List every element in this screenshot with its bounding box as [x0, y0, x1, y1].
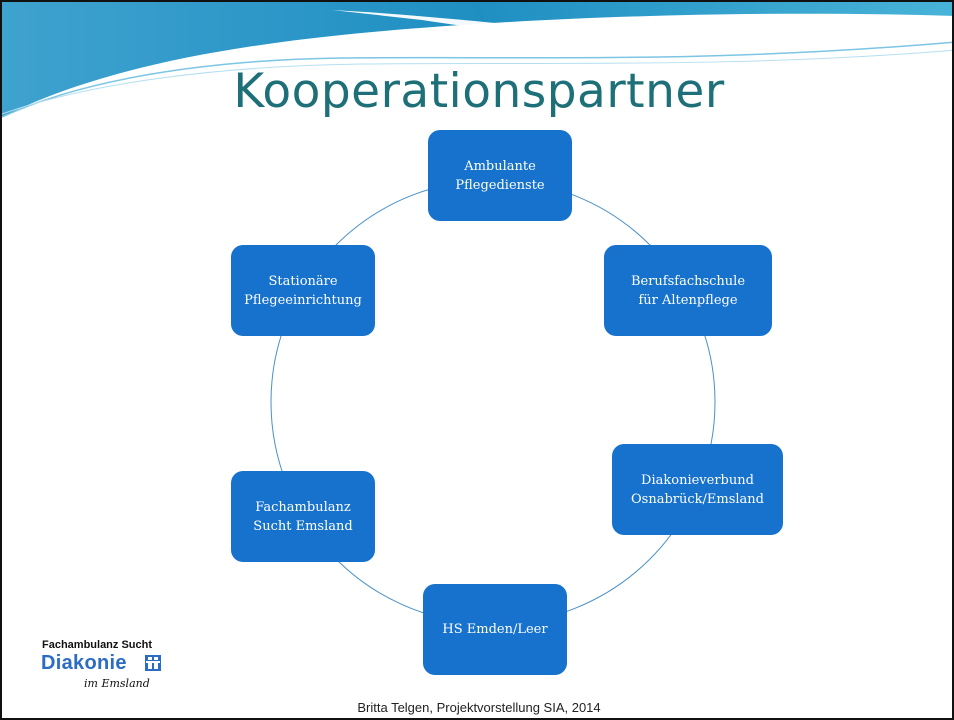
node-label-line: Fachambulanz: [255, 499, 351, 515]
node-label-line: Stationäre: [268, 273, 338, 289]
diakonie-cross-icon: [145, 655, 161, 671]
header-swoosh-graphic: [2, 2, 952, 118]
diakonie-logo: Fachambulanz Sucht Diakonie im Emsland: [36, 639, 176, 699]
node-label-line: Berufsfachschule: [630, 273, 746, 289]
slide-title: Kooperationspartner: [233, 64, 725, 119]
logo-text-fachambulanz: Fachambulanz Sucht: [42, 639, 153, 651]
node-hs-emden-leer: HS Emden/Leer: [423, 584, 567, 675]
node-label-line: Ambulante: [464, 158, 536, 174]
node-berufsfachschule-altenpflege: Berufsfachschule für Altenpflege: [604, 245, 772, 336]
node-label-line: Pflegeeinrichtung: [244, 292, 362, 308]
node-label-line: Osnabrück/Emsland: [631, 491, 764, 507]
slide-footer: Britta Telgen, Projektvorstellung SIA, 2…: [357, 700, 601, 715]
node-label-line: Pflegedienste: [455, 177, 545, 193]
node-label-line: Sucht Emsland: [253, 518, 353, 534]
logo-text-diakonie: Diakonie: [41, 652, 127, 674]
node-label-line: HS Emden/Leer: [442, 622, 548, 637]
node-label-line: für Altenpflege: [638, 292, 738, 308]
node-label-line: Diakonieverbund: [641, 472, 754, 488]
logo-text-emsland: im Emsland: [84, 677, 150, 690]
